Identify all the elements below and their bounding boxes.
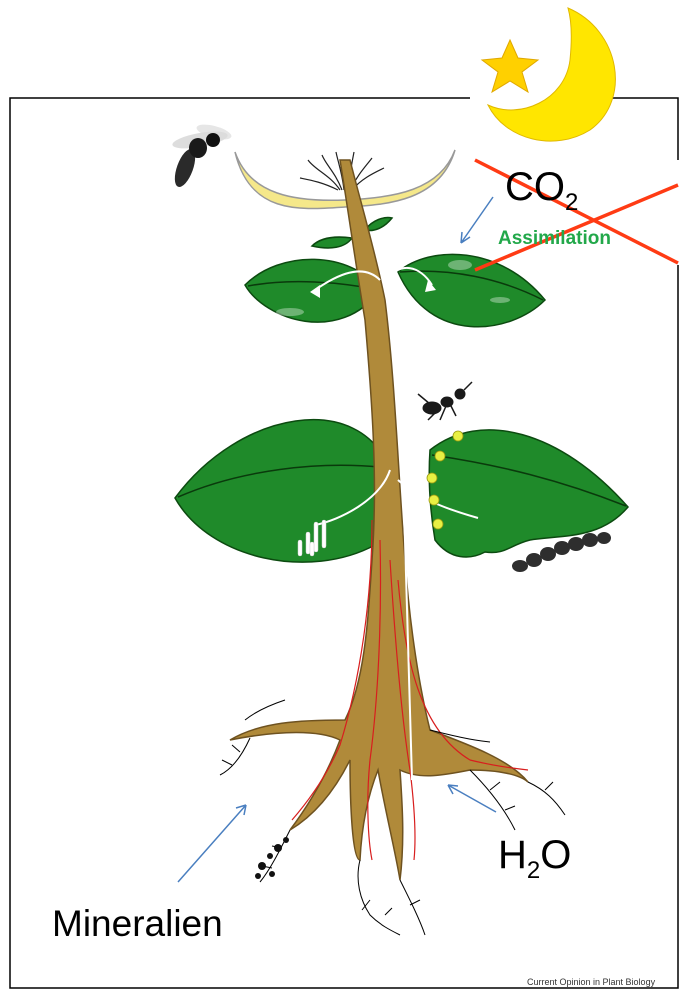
ant-icon [418,382,472,420]
leaf-bud [312,237,352,248]
assimilation-label: Assimilation [498,228,611,250]
arrow-h2o [448,785,496,812]
h2o-o: O [540,833,571,877]
arrow-minerals [178,805,246,882]
minerals-label: Mineralien [52,903,223,945]
co2-subscript: 2 [565,189,578,216]
h2o-label: H2O [498,833,571,885]
bee-icon [171,122,233,190]
co2-label: CO2 [505,165,578,217]
leaf-lower-left [175,420,391,562]
mineral-particles [255,837,289,879]
leaf-tip [365,218,392,231]
h2o-subscript: 2 [527,857,540,884]
source-credit: Current Opinion in Plant Biology [527,977,655,987]
arrow-co2 [461,197,493,243]
h2o-h: H [498,833,527,877]
star-icon [482,40,538,92]
co2-text: CO [505,165,565,209]
